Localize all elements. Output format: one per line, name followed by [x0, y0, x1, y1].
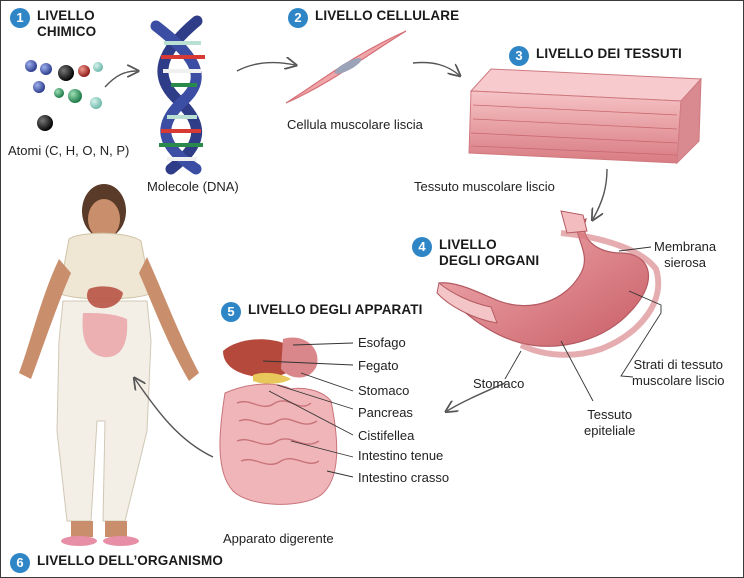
atom-icon: [33, 81, 45, 93]
gallbladder-label: Cistifellea: [358, 428, 415, 443]
serosa-label: Membrana sierosa: [654, 239, 716, 271]
level-badge: 3: [509, 46, 529, 66]
atom-icon: [90, 97, 102, 109]
level-badge: 1: [10, 8, 30, 28]
level-title: LIVELLO CELLULARE: [315, 8, 460, 23]
level-5-heading: 5 LIVELLO DEGLI APPARATI: [221, 302, 422, 322]
digestive-system-illustration: [219, 337, 338, 505]
stomach-label: Stomaco: [358, 383, 410, 398]
arrow-icon: [104, 63, 608, 458]
level-badge: 5: [221, 302, 241, 322]
level-title: LIVELLO DELL’ORGANISMO: [37, 553, 223, 568]
level-title-line: CHIMICO: [37, 24, 97, 39]
level-badge: 6: [10, 553, 30, 573]
muscle-tissue-block-illustration: [468, 68, 703, 165]
cell-label: Cellula muscolare liscia: [287, 117, 423, 132]
label-line: sierosa: [664, 255, 707, 270]
level-title-line: DEGLI ORGANI: [439, 253, 540, 268]
pancreas-label: Pancreas: [358, 405, 413, 420]
atoms-illustration: [25, 60, 103, 131]
atom-icon: [40, 63, 52, 75]
level-6-heading: 6 LIVELLO DELL’ORGANISMO: [10, 553, 223, 573]
esophagus-label: Esofago: [358, 335, 406, 350]
organism-figure-illustration: [19, 184, 199, 546]
label-line: Strati di tessuto: [633, 357, 724, 372]
level-badge: 4: [412, 237, 432, 257]
smooth-muscle-cell-illustration: [285, 30, 407, 104]
small-intestine-label: Intestino tenue: [358, 448, 444, 463]
level-1-heading: 1 LIVELLO CHIMICO: [10, 8, 96, 40]
label-line: Membrana: [654, 239, 717, 254]
label-line: epiteliale: [584, 423, 636, 438]
dna-illustration: [150, 15, 205, 175]
stomach-organ-illustration: [436, 210, 662, 358]
level-4-heading: 4 LIVELLO DEGLI ORGANI: [412, 237, 539, 269]
digestive-system-label: Apparato digerente: [223, 531, 334, 546]
epithelial-tissue-label: Tessuto epiteliale: [584, 407, 635, 439]
level-title-line: LIVELLO: [439, 237, 497, 252]
level-title-line: LIVELLO: [37, 8, 95, 23]
large-intestine-label: Intestino crasso: [358, 470, 450, 485]
atom-icon: [68, 89, 82, 103]
level-title: LIVELLO DEI TESSUTI: [536, 46, 682, 61]
liver-label: Fegato: [358, 358, 399, 373]
molecules-label: Molecole (DNA): [147, 179, 239, 194]
atom-icon: [93, 62, 103, 72]
level-title: LIVELLO CHIMICO: [37, 8, 96, 40]
atom-icon: [78, 65, 90, 77]
atom-icon: [25, 60, 37, 72]
atom-icon: [54, 88, 64, 98]
level-title: LIVELLO DEGLI ORGANI: [439, 237, 539, 269]
level-3-heading: 3 LIVELLO DEI TESSUTI: [509, 46, 682, 66]
tissue-label: Tessuto muscolare liscio: [414, 179, 555, 194]
level-title: LIVELLO DEGLI APPARATI: [248, 302, 423, 317]
level-2-heading: 2 LIVELLO CELLULARE: [288, 8, 459, 28]
atoms-label: Atomi (C, H, O, N, P): [8, 143, 130, 158]
level-badge: 2: [288, 8, 308, 28]
label-line: muscolare liscio: [632, 373, 725, 388]
muscle-strata-label: Strati di tessuto muscolare liscio: [632, 357, 724, 389]
label-line: Tessuto: [587, 407, 633, 422]
stomach-organ-label: Stomaco: [473, 376, 525, 391]
leader-lines: [262, 246, 662, 478]
atom-icon: [37, 115, 53, 131]
atom-icon: [58, 65, 74, 81]
